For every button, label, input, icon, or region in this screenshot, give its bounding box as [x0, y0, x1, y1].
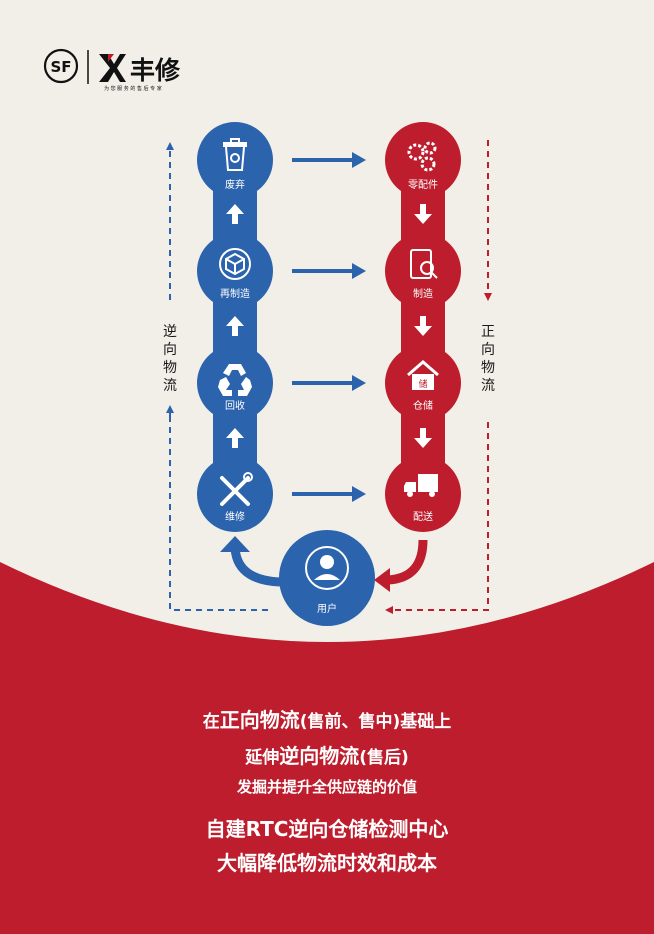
svg-text:物: 物	[163, 360, 177, 376]
slogan-2-post: (售后)	[359, 748, 409, 768]
x-logo-accent	[108, 54, 114, 62]
node-storage-label: 仓储	[413, 399, 433, 412]
node-parts: 零配件	[385, 122, 461, 198]
node-parts-label: 零配件	[408, 179, 438, 191]
delivery-to-user-connector	[387, 539, 428, 585]
node-delivery: 配送	[385, 456, 461, 532]
slogan-1-post: (售前、售中)基础上	[299, 712, 452, 732]
trash-bin-icon	[223, 138, 247, 171]
slogan-line-5: 大幅降低物流时效和成本	[217, 851, 437, 875]
recycle-icon	[218, 364, 252, 396]
reverse-logistics-label: 逆 向 物 流	[163, 324, 177, 394]
node-manufacture-label: 制造	[413, 287, 433, 300]
forward-logistics-label: 正 向 物 流	[481, 324, 495, 394]
node-repair-label: 维修	[225, 510, 245, 523]
horizontal-arrows	[292, 152, 366, 502]
node-repair: 维修	[197, 456, 273, 532]
forward-dashed-line-lower	[385, 422, 489, 614]
node-discard-label: 废弃	[225, 178, 245, 191]
tools-icon	[220, 472, 253, 506]
svg-text:物: 物	[481, 360, 495, 376]
delivery-to-user-arrow-head	[374, 568, 390, 592]
user-icon	[305, 546, 349, 590]
svg-text:流: 流	[481, 378, 495, 394]
slogan-1-emphasis: 正向物流	[219, 708, 300, 732]
forward-column-arrows	[414, 204, 432, 448]
truck-icon	[404, 474, 438, 497]
sf-logo: SF 丰修 为 您 服 务 的 售 后 专 家	[43, 48, 181, 92]
x-logo-icon	[99, 54, 126, 82]
sf-mark: SF	[50, 58, 71, 76]
slogan-line-3: 发掘并提升全供应链的价值	[236, 778, 417, 796]
logo-name: 丰修	[130, 56, 181, 85]
reverse-column-arrows	[226, 204, 244, 448]
node-manufacture: 制造	[385, 233, 461, 309]
node-recycle-label: 回收	[225, 399, 245, 412]
logo-tagline: 为 您 服 务 的 售 后 专 家	[104, 85, 162, 92]
node-remanufacture-label: 再制造	[220, 287, 250, 300]
svg-text:向: 向	[163, 342, 177, 358]
slogan-1-pre: 在	[202, 712, 220, 732]
slogan-2-emphasis: 逆向物流	[279, 744, 360, 768]
red-wave	[0, 562, 654, 934]
slogan-line-2: 延伸逆向物流(售后)	[0, 740, 654, 769]
svg-text:向: 向	[481, 342, 495, 358]
node-recycle: 回收	[197, 345, 273, 421]
slogan-line-4: 自建RTC逆向仓储检测中心	[205, 817, 449, 841]
node-delivery-label: 配送	[413, 510, 433, 523]
svg-text:逆: 逆	[163, 324, 177, 340]
svg-text:正: 正	[481, 324, 495, 340]
storage-badge: 储	[418, 378, 427, 390]
warehouse-icon: 储	[407, 360, 439, 390]
svg-text:流: 流	[163, 378, 177, 394]
logistics-diagram: 逆 向 物 流 正 向 物 流	[163, 122, 495, 626]
tablet-search-icon	[410, 249, 438, 279]
user-to-repair-arrow-head	[220, 536, 250, 552]
node-discard: 废弃	[197, 122, 273, 198]
gears-icon	[407, 141, 437, 172]
slogan-2-pre: 延伸	[245, 748, 280, 768]
node-storage: 储 仓储	[385, 345, 461, 421]
slogan-line-1: 在正向物流(售前、售中)基础上	[0, 704, 654, 733]
box-icon	[219, 248, 251, 280]
sf-circle-icon	[43, 48, 79, 84]
node-remanufacture: 再制造	[197, 233, 273, 309]
node-user: 用户	[279, 530, 375, 626]
node-user-label: 用户	[317, 602, 337, 615]
